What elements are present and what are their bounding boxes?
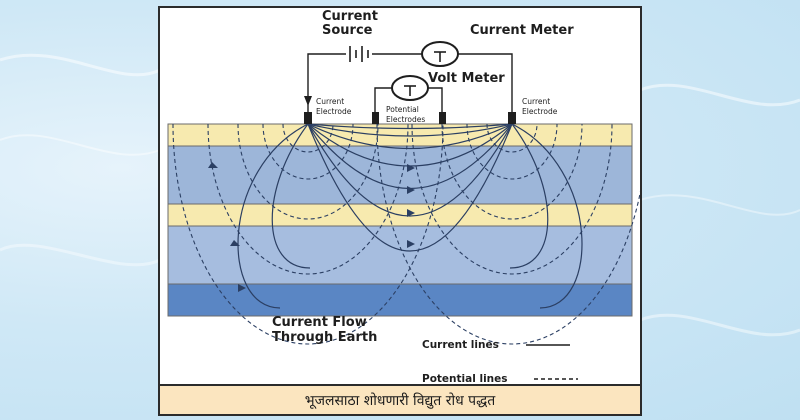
right-potential-electrode (439, 112, 446, 124)
layer-blue-2 (167, 225, 633, 285)
wiring (307, 53, 513, 112)
diagram-panel: Current Source Current Meter Volt Meter … (158, 6, 648, 386)
caption-bar: भूजलसाठा शोधणारी विद्युत रोध पद्धत (158, 386, 642, 416)
legend-potential-lines-label: Potential lines (422, 373, 508, 384)
wire-arrow (304, 96, 312, 106)
left-current-electrode (304, 112, 312, 124)
current-meter-icon (421, 41, 459, 67)
left-electrode-label: Current Electrode (316, 97, 352, 116)
flow-arrows (208, 162, 415, 292)
volt-meter-icon (391, 75, 429, 101)
caption-text: भूजलसाठा शोधणारी विद्युत रोध पद्धत (304, 392, 496, 409)
left-potential-electrode (372, 112, 379, 124)
right-electrode-label: Current Electrode (522, 97, 558, 116)
resistivity-diagram: Current Source Current Meter Volt Meter … (167, 9, 648, 385)
current-source-label: Current Source (322, 9, 382, 38)
volt-meter-label: Volt Meter (428, 71, 505, 86)
potential-electrodes-label: Potential Electrodes (386, 105, 425, 124)
potential-lines (172, 123, 648, 345)
legend-current-lines-label: Current lines (422, 339, 499, 351)
layer-blue-3 (167, 283, 633, 317)
battery-icon (349, 46, 369, 62)
current-meter-label: Current Meter (470, 23, 574, 38)
right-current-electrode (508, 112, 516, 124)
current-flow-label: Current Flow Through Earth (272, 315, 377, 345)
layer-blue-1 (167, 145, 633, 205)
